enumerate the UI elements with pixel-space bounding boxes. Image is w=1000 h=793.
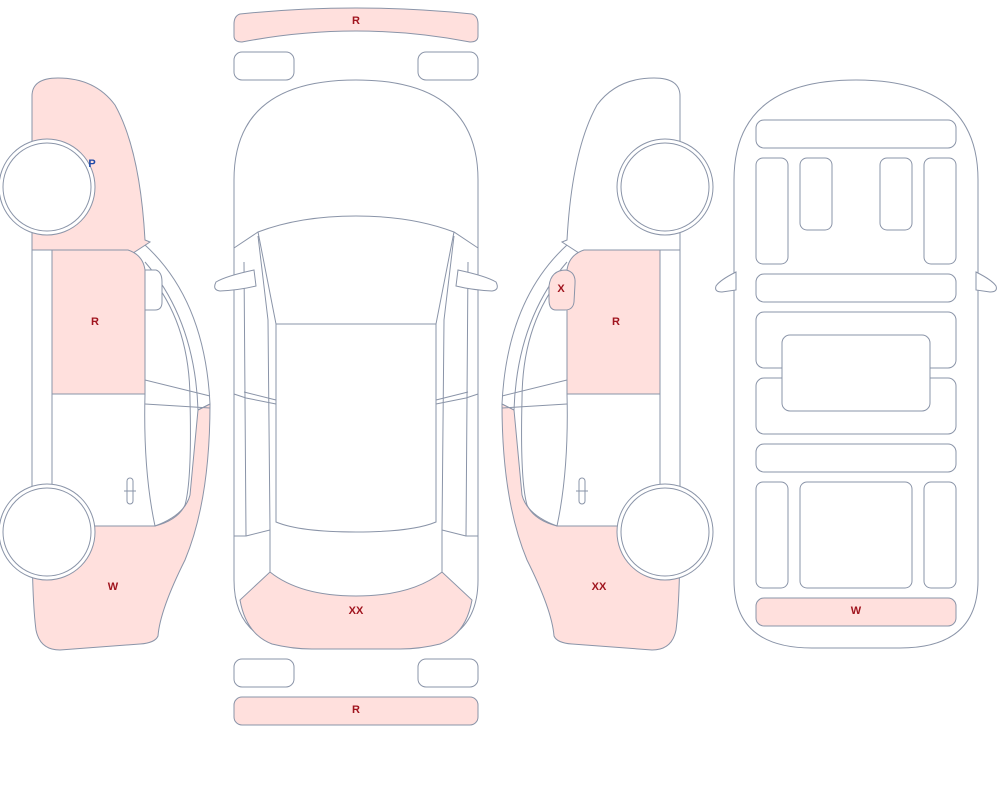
windshield bbox=[233, 215, 479, 249]
left-mirror[interactable] bbox=[144, 269, 163, 311]
underbody-right-rear-rail[interactable] bbox=[923, 481, 957, 589]
underbody-front-panel[interactable] bbox=[755, 119, 957, 149]
right-rear-wheel[interactable] bbox=[620, 487, 710, 577]
top-view: R XX R bbox=[214, 7, 498, 726]
underbody-right-mirror[interactable] bbox=[975, 271, 997, 293]
underbody-crossmember-front[interactable] bbox=[755, 273, 957, 303]
left-door-rear-edge bbox=[154, 399, 191, 527]
right-front-door-label: R bbox=[612, 316, 620, 328]
front-bumper-label: R bbox=[352, 15, 360, 27]
top-right-mirror[interactable] bbox=[455, 269, 498, 292]
windshield-lower bbox=[257, 231, 455, 325]
left-front-door-panel[interactable] bbox=[51, 249, 146, 395]
rear-window-label: XX bbox=[349, 605, 364, 617]
underbody-right-inner-panel[interactable] bbox=[879, 157, 913, 231]
right-mirror-panel[interactable] bbox=[548, 269, 576, 311]
underbody-left-rear-rail[interactable] bbox=[755, 481, 789, 589]
rear-right-taillight[interactable] bbox=[417, 658, 479, 688]
front-right-headlight[interactable] bbox=[417, 51, 479, 81]
left-side-view: P R W bbox=[0, 77, 211, 651]
front-left-headlight[interactable] bbox=[233, 51, 295, 81]
right-front-door-panel[interactable] bbox=[566, 249, 661, 395]
left-b-pillar bbox=[144, 379, 211, 409]
roof-rear bbox=[275, 324, 437, 533]
underbody-rear-sill-panel[interactable] bbox=[755, 597, 957, 627]
left-rear-quarter-label: W bbox=[108, 581, 119, 593]
front-bumper-panel[interactable] bbox=[233, 7, 479, 43]
underbody-trunk-floor[interactable] bbox=[799, 481, 913, 589]
rear-left-taillight[interactable] bbox=[233, 658, 295, 688]
top-left-mirror[interactable] bbox=[214, 269, 257, 292]
underbody-crossmember-rear[interactable] bbox=[755, 443, 957, 473]
car-body-top[interactable] bbox=[233, 79, 479, 649]
underbody-rear-sill-label: W bbox=[851, 605, 862, 617]
right-rear-quarter-label: XX bbox=[592, 581, 607, 593]
rear-bumper-label: R bbox=[352, 704, 360, 716]
underbody-left-front-rail[interactable] bbox=[755, 157, 789, 265]
left-window-line bbox=[144, 244, 211, 411]
underbody-right-front-rail[interactable] bbox=[923, 157, 957, 265]
right-mirror-label: X bbox=[557, 283, 565, 295]
underbody-view: W bbox=[715, 79, 997, 649]
right-front-wheel[interactable] bbox=[620, 142, 710, 232]
underbody-left-inner-panel[interactable] bbox=[799, 157, 833, 231]
rear-window-panel[interactable] bbox=[239, 571, 473, 650]
left-front-wheel[interactable] bbox=[2, 142, 92, 232]
underbody-center-tunnel[interactable] bbox=[781, 334, 931, 412]
underbody-left-mirror[interactable] bbox=[715, 271, 737, 293]
left-front-door-label: R bbox=[91, 316, 99, 328]
left-front-fender-label: P bbox=[88, 158, 95, 170]
right-side-view: X R XX bbox=[501, 77, 714, 651]
left-rear-wheel[interactable] bbox=[2, 487, 92, 577]
rear-bumper-panel[interactable] bbox=[233, 696, 479, 726]
